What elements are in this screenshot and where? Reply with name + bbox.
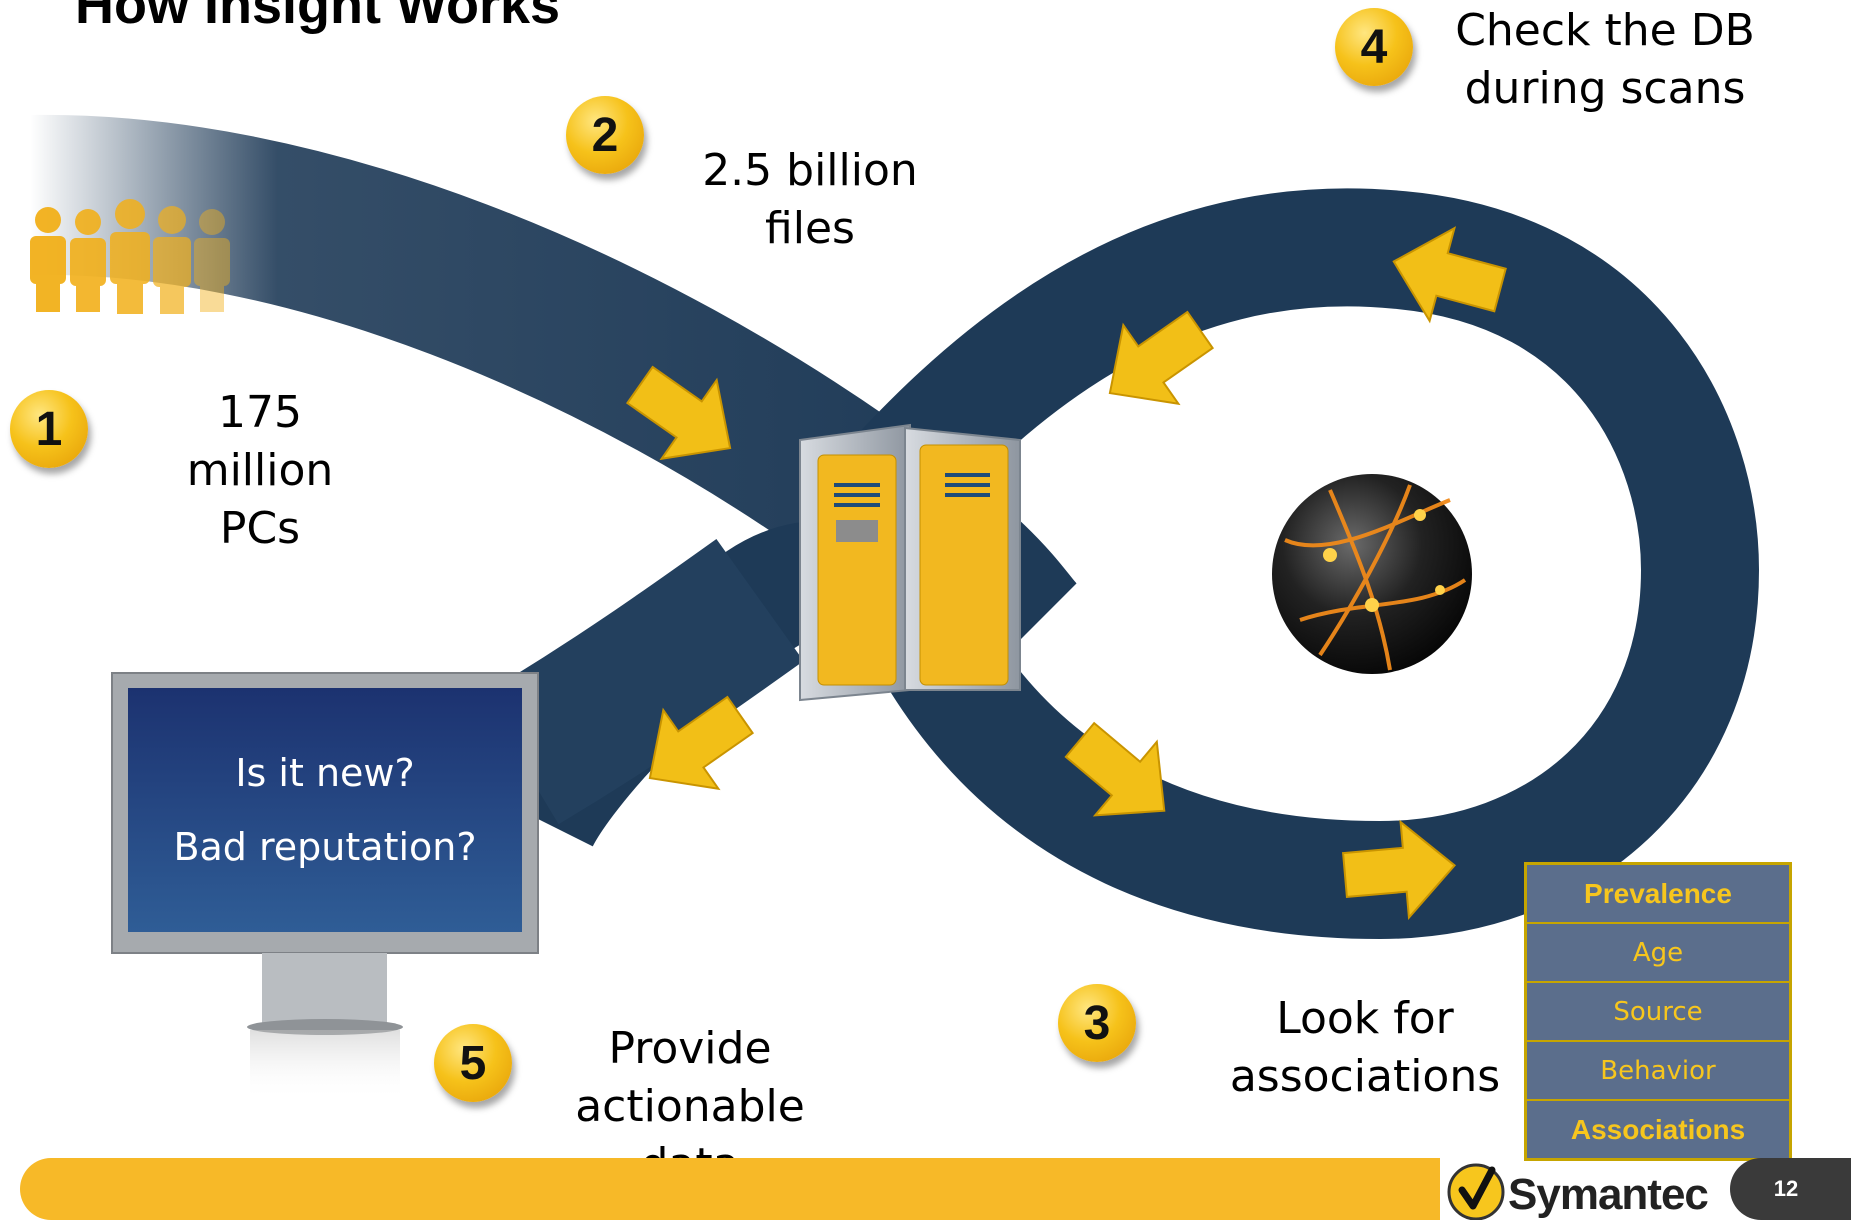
step-badge-1: 1 (10, 390, 88, 468)
attribute-behavior: Behavior (1527, 1042, 1789, 1101)
step-badge-4: 4 (1335, 8, 1413, 86)
flow-arrow-icon (625, 365, 732, 461)
attribute-prevalence: Prevalence (1527, 865, 1789, 924)
monitor-question-new: Is it new? (235, 751, 415, 795)
flow-arrow-icon (1064, 721, 1166, 817)
brand-logo-text: Symantec (1508, 1170, 1709, 1219)
flow-arrow-icon (648, 695, 755, 791)
footer-page-tab (1730, 1158, 1851, 1220)
checkmark-logo-icon (1447, 1163, 1505, 1220)
globe-icon (1272, 474, 1472, 674)
attribute-age: Age (1527, 924, 1789, 983)
attribute-associations: Associations (1570, 1113, 1746, 1145)
people-icon (30, 199, 230, 314)
page-title: How Insight Works (75, 0, 561, 35)
monitor-icon (111, 672, 539, 1100)
step-badge-3: 3 (1058, 984, 1136, 1062)
flow-arrow-icon (1108, 310, 1215, 406)
flow-band-outgoing (481, 538, 804, 825)
monitor-screen: Is it new? Bad reputation? (128, 688, 522, 932)
flow-band-loop (487, 188, 1759, 939)
footer-bar (20, 1158, 1440, 1220)
attribute-table: Prevalence Age Source Behavior Associati… (1524, 862, 1792, 1161)
attribute-source: Source (1527, 983, 1789, 1042)
step-badge-2: 2 (566, 96, 644, 174)
flow-arrows (625, 226, 1507, 921)
page-number: 12 (1773, 1176, 1799, 1201)
server-icon (799, 423, 1021, 702)
flow-arrow-icon (1392, 226, 1507, 324)
step-badge-5: 5 (434, 1024, 512, 1102)
monitor-question-reputation: Bad reputation? (173, 825, 477, 869)
flow-arrow-icon (1341, 819, 1457, 921)
